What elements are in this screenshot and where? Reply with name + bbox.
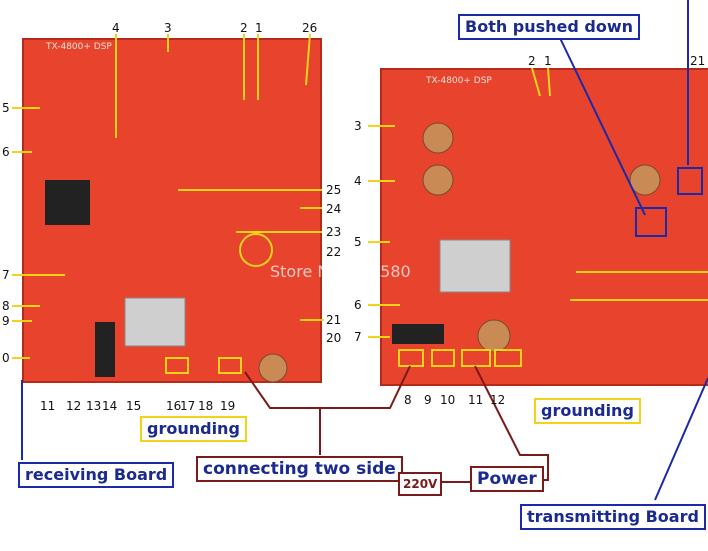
right-toroid-mid [422,164,454,196]
left-num-19: 19 [220,399,236,413]
leader-arrows [12,33,708,359]
left-num-15: 15 [126,399,142,413]
right-num-9: 9 [424,393,432,407]
left-num-7: 7 [2,268,10,282]
left-num-17: 17 [180,399,196,413]
right-heatsink [439,239,511,293]
connecting-two-side-label: connecting two side [196,456,403,482]
receiving-board-label: receiving Board [18,462,175,488]
left-num-0: 0 [2,351,10,365]
right-ground-box-a [398,349,424,367]
left-num-24: 24 [326,202,342,216]
right-jumper-box-a [677,167,703,195]
left-num-18: 18 [198,399,214,413]
right-ground-box-d [494,349,522,367]
right-num-21: 21 [690,54,706,68]
left-num-2: 2 [240,21,248,35]
right-num-5: 5 [354,235,362,249]
left-num-12: 12 [66,399,82,413]
right-num-12: 12 [490,393,506,407]
both-pushed-down-label: Both pushed down [458,14,641,40]
left-ground-box-a [165,357,189,374]
right-ground-box-b [431,349,455,367]
right-ground-box-c [461,349,491,367]
power-label: Power [470,466,544,492]
left-num-3: 3 [164,21,172,35]
transmitting-board-label: transmitting Board [520,504,706,530]
connect-line-left [244,371,321,455]
right-num-2: 2 [528,54,536,68]
right-num-4: 4 [354,174,362,188]
left-highlight-circle [239,233,273,267]
left-num-6: 6 [2,145,10,159]
right-num-7: 7 [354,330,362,344]
left-num-21: 21 [326,313,342,327]
left-num-4: 4 [112,21,120,35]
left-num-23: 23 [326,225,342,239]
left-num-20: 20 [326,331,342,345]
voltage-label: 220V [398,472,443,496]
pushed-down-pointer [559,37,646,216]
left-num-25: 25 [326,183,342,197]
left-num-11: 11 [40,399,56,413]
left-heatsink [124,297,186,347]
right-num-3: 3 [354,119,362,133]
right-num-8: 8 [404,393,412,407]
store-watermark: Store No: 822580 [270,262,411,281]
left-chip [45,180,90,225]
left-num-9: 9 [2,314,10,328]
right-num-6: 6 [354,298,362,312]
left-num-22: 22 [326,245,342,259]
transmit-pointer [654,377,708,501]
grounding-label-left: grounding [140,416,247,442]
left-num-26: 26 [302,21,318,35]
left-board-silkscreen: TX-4800+ DSP [46,42,112,52]
left-num-5: 5 [2,101,10,115]
right-toroid-side [629,164,661,196]
left-num-8: 8 [2,299,10,313]
right-board-silkscreen: TX-4800+ DSP [426,76,492,86]
right-connector-block [392,324,444,344]
left-num-13: 13 [86,399,102,413]
power-line [474,365,549,481]
right-num-11: 11 [468,393,484,407]
left-num-14: 14 [102,399,118,413]
right-num-10: 10 [440,393,456,407]
left-num-16: 16 [166,399,182,413]
left-num-1: 1 [255,21,263,35]
left-ground-box-b [218,357,242,374]
left-toroid [258,353,288,383]
right-num-1: 1 [544,54,552,68]
right-toroid-top [422,122,454,154]
right-toroid [477,319,511,353]
connect-line-right [320,365,411,409]
left-connector-block [95,322,115,377]
right-jumper-box-b [635,207,667,237]
grounding-label-right: grounding [534,398,641,424]
